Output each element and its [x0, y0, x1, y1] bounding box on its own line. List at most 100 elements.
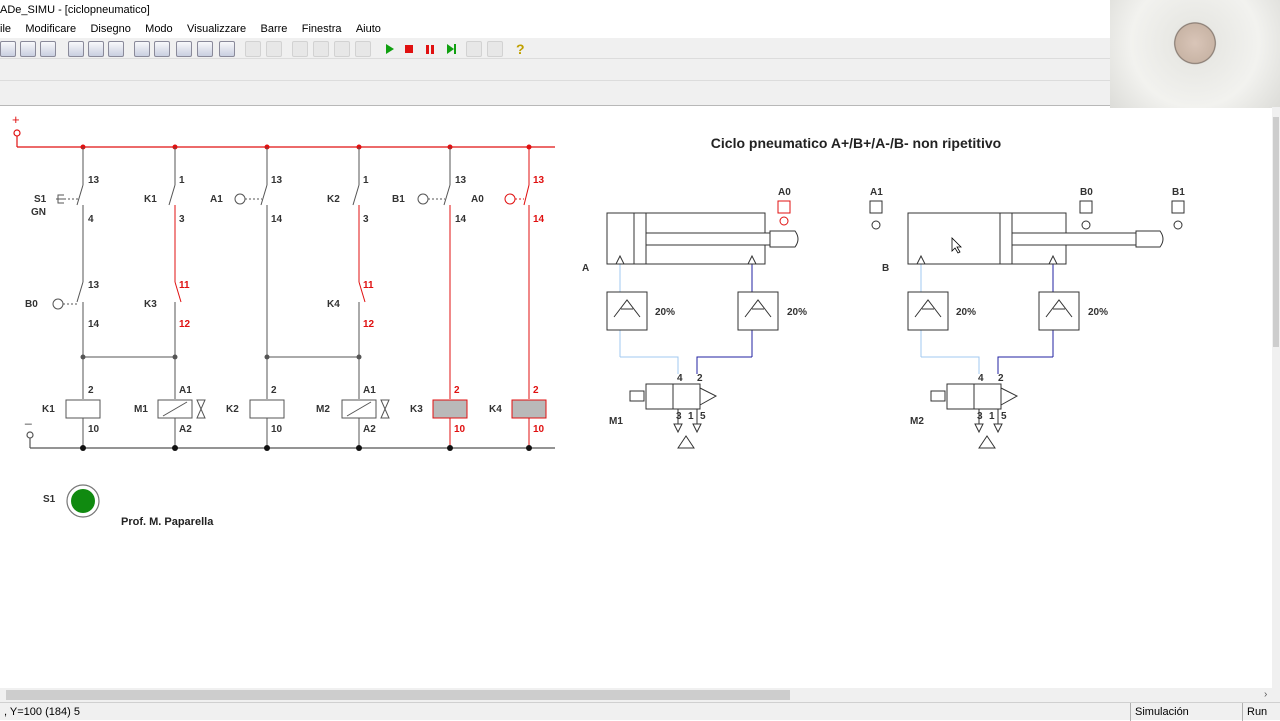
- zoom-all-icon[interactable]: [197, 41, 213, 57]
- window-title: ADe_SIMU - [ciclopneumatico]: [0, 0, 1280, 20]
- plus-sign: +: [12, 112, 20, 127]
- layout-icon[interactable]: [487, 41, 503, 57]
- menu-modificare[interactable]: Modificare: [25, 23, 77, 35]
- arrow-icon[interactable]: [355, 41, 371, 57]
- menu-visualizzare[interactable]: Visualizzare: [187, 23, 247, 35]
- menu-barre[interactable]: Barre: [260, 23, 288, 35]
- terminal-14c: 14: [271, 214, 283, 225]
- valve-a-port4: 4: [677, 373, 683, 384]
- menu-file[interactable]: ile: [0, 23, 12, 35]
- terminal-12: 12: [179, 319, 191, 330]
- terminal-13e: 13: [455, 175, 467, 186]
- power-rails: + _: [12, 112, 555, 449]
- diagram-title: Ciclo pneumatico A+/B+/A-/B- non ripetit…: [711, 135, 1001, 151]
- minus-sign: _: [24, 411, 32, 425]
- zoom-out-icon[interactable]: [154, 41, 170, 57]
- throttle-b-right-value: 20%: [1088, 307, 1108, 318]
- menu-aiuto[interactable]: Aiuto: [355, 23, 381, 35]
- valve-b-port1: 1: [989, 411, 995, 422]
- horizontal-scrollbar-thumb[interactable]: [6, 690, 790, 700]
- indicator-lamp-s1[interactable]: [66, 484, 100, 518]
- terminal-2: 2: [88, 385, 94, 396]
- rung-6: [504, 144, 547, 451]
- rung-4: [341, 144, 390, 451]
- terminal-10f: 10: [533, 424, 545, 435]
- status-run-state: Run: [1242, 703, 1280, 721]
- step-icon[interactable]: [443, 41, 459, 57]
- scroll-right-icon[interactable]: ›: [1264, 689, 1268, 700]
- valve-b-port5: 5: [1001, 411, 1007, 422]
- copy-icon[interactable]: [88, 41, 104, 57]
- cylinder-a-label: A: [582, 263, 589, 274]
- flip-icon[interactable]: [334, 41, 350, 57]
- mirror-icon[interactable]: [313, 41, 329, 57]
- webcam-overlay: [1110, 0, 1280, 108]
- terminal-1: 1: [179, 175, 185, 186]
- zoom-in-icon[interactable]: [134, 41, 150, 57]
- component-toolbar: [0, 59, 1110, 81]
- refresh-icon[interactable]: [219, 41, 235, 57]
- throttle-a-right-value: 20%: [787, 307, 807, 318]
- play-icon[interactable]: [381, 41, 397, 57]
- save-icon[interactable]: [20, 41, 36, 57]
- contact-b0-label: B0: [25, 299, 38, 310]
- cylinder-b-label: B: [882, 263, 889, 274]
- coil-k4-label: K4: [489, 404, 502, 415]
- rung-3: [234, 144, 359, 451]
- valve-m2-label: M2: [910, 416, 924, 427]
- pause-icon[interactable]: [422, 41, 438, 57]
- stop-icon[interactable]: [401, 41, 417, 57]
- paste-icon[interactable]: [108, 41, 124, 57]
- valve-m1-label: M1: [609, 416, 623, 427]
- terminal-a2: A2: [179, 424, 192, 435]
- contact-k3-label: K3: [144, 299, 157, 310]
- terminal-a1: A1: [179, 385, 192, 396]
- coil-k2-label: K2: [226, 404, 239, 415]
- valve-b-port4: 4: [978, 373, 984, 384]
- rotate-icon[interactable]: [292, 41, 308, 57]
- contact-k1-label: K1: [144, 194, 157, 205]
- terminal-14f: 14: [533, 214, 545, 225]
- horizontal-scrollbar[interactable]: ›: [0, 688, 1280, 702]
- redo-icon[interactable]: [266, 41, 282, 57]
- contact-k2-label: K2: [327, 194, 340, 205]
- pneumatic-circuit-a: [606, 200, 799, 449]
- terminal-13c: 13: [271, 175, 283, 186]
- menu-disegno[interactable]: Disegno: [90, 23, 131, 35]
- terminal-2e: 2: [454, 385, 460, 396]
- terminal-10e: 10: [454, 424, 466, 435]
- terminal-10: 10: [88, 424, 100, 435]
- rung-1: [52, 144, 101, 451]
- vertical-scrollbar-thumb[interactable]: [1273, 117, 1279, 347]
- contact-gn-label: GN: [31, 207, 46, 218]
- coil-m2-label: M2: [316, 404, 330, 415]
- coil-k1-label: K1: [42, 404, 55, 415]
- menu-bar: ile Modificare Disegno Modo Visualizzare…: [0, 20, 1280, 38]
- terminal-2f: 2: [533, 385, 539, 396]
- coil-k3-label: K3: [410, 404, 423, 415]
- terminal-11d: 11: [363, 280, 374, 291]
- cut-icon[interactable]: [68, 41, 84, 57]
- menu-finestra[interactable]: Finestra: [301, 23, 342, 35]
- zoom-window-icon[interactable]: [176, 41, 192, 57]
- terminal-14: 14: [88, 319, 100, 330]
- contact-k4-label: K4: [327, 299, 340, 310]
- terminal-a2d: A2: [363, 424, 376, 435]
- menu-modo[interactable]: Modo: [145, 23, 173, 35]
- save-all-icon[interactable]: [40, 41, 56, 57]
- terminal-4: 4: [88, 214, 94, 225]
- undo-icon[interactable]: [245, 41, 261, 57]
- throttle-a-left-value: 20%: [655, 307, 675, 318]
- terminal-13f: 13: [533, 175, 545, 186]
- help-icon[interactable]: ?: [512, 41, 528, 57]
- terminal-2c: 2: [271, 385, 277, 396]
- valve-b-port3: 3: [977, 411, 983, 422]
- vertical-scrollbar[interactable]: [1272, 107, 1280, 688]
- main-toolbar: ?: [0, 38, 1110, 59]
- window-icon[interactable]: [466, 41, 482, 57]
- terminal-3: 3: [179, 214, 185, 225]
- drawing-canvas[interactable]: Ciclo pneumatico A+/B+/A-/B- non ripetit…: [0, 107, 1272, 688]
- valve-a-port2: 2: [697, 373, 703, 384]
- open-icon[interactable]: [0, 41, 16, 57]
- status-mode: Simulación: [1130, 703, 1240, 721]
